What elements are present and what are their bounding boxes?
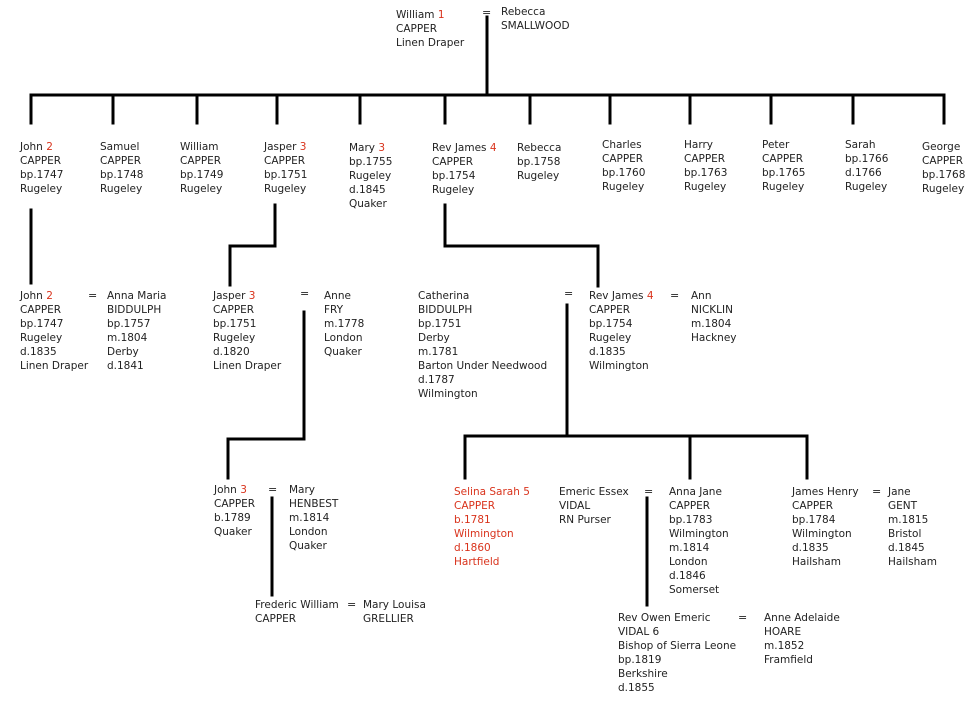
person-anna-jane-capper: Anna Jane CAPPER bp.1783 Wilmington m.18… — [669, 486, 729, 596]
person-peter-capper: Peter CAPPER bp.1765 Rugeley — [762, 139, 806, 193]
person-george-capper: George CAPPER bp.1768 Rugeley — [922, 141, 966, 195]
person-selina-sarah-capper: Selina Sarah 5 CAPPER b.1781 Wilmington … — [454, 486, 530, 568]
person-william-capper-1749: William CAPPER bp.1749 Rugeley — [180, 141, 224, 195]
person-rebecca-smallwood: Rebecca SMALLWOOD — [501, 6, 570, 32]
marriage-sign: = — [300, 287, 310, 300]
marriage-sign: = — [738, 611, 748, 624]
marriage-sign: = — [88, 289, 98, 302]
marriage-sign: = — [872, 485, 882, 498]
person-rev-james-capper-married: Rev James 4 CAPPER bp.1754 Rugeley d.183… — [589, 290, 654, 372]
person-catherina-biddulph: Catherina BIDDULPH bp.1751 Derby m.1781 … — [418, 290, 548, 400]
person-mary-louisa-grellier: Mary Louisa GRELLIER — [363, 599, 426, 625]
marriage-sign: = — [268, 483, 278, 496]
person-jane-gent: Jane GENT m.1815 Bristol d.1845 Hailsham — [888, 486, 937, 568]
person-james-henry-capper: James Henry CAPPER bp.1784 Wilmington d.… — [792, 486, 859, 568]
person-mary-henbest: Mary HENBEST m.1814 London Quaker — [289, 484, 339, 552]
person-charles-capper: Charles CAPPER bp.1760 Rugeley — [602, 139, 646, 193]
person-william-capper: William 1 CAPPER Linen Draper — [396, 9, 465, 49]
person-emeric-essex-vidal: Emeric Essex VIDAL RN Purser — [559, 486, 629, 526]
person-ann-nicklin: Ann NICKLIN m.1804 Hackney — [691, 290, 737, 344]
marriage-sign: = — [644, 485, 654, 498]
marriage-sign: = — [564, 287, 574, 300]
person-anne-fry: Anne FRY m.1778 London Quaker — [324, 290, 365, 358]
person-sarah-capper: Sarah bp.1766 d.1766 Rugeley — [845, 139, 889, 193]
marriage-sign: = — [482, 6, 492, 19]
marriage-sign: = — [347, 598, 357, 611]
person-rev-owen-emeric-vidal: Rev Owen Emeric VIDAL 6 Bishop of Sierra… — [618, 612, 737, 694]
marriage-sign: = — [670, 289, 680, 302]
person-john-capper-1789: John 3 CAPPER b.1789 Quaker — [214, 484, 256, 538]
person-john-capper-married: John 2 CAPPER bp.1747 Rugeley d.1835 Lin… — [20, 290, 89, 372]
person-rev-james-capper: Rev James 4 CAPPER bp.1754 Rugeley — [432, 142, 497, 196]
person-anna-maria-biddulph: Anna Maria BIDDULPH bp.1757 m.1804 Derby… — [107, 290, 167, 372]
person-jasper-capper-married: Jasper 3 CAPPER bp.1751 Rugeley d.1820 L… — [213, 290, 282, 372]
person-mary-capper: Mary 3 bp.1755 Rugeley d.1845 Quaker — [349, 142, 393, 210]
person-harry-capper: Harry CAPPER bp.1763 Rugeley — [684, 139, 728, 193]
person-john-capper: John 2 CAPPER bp.1747 Rugeley — [20, 141, 64, 195]
person-anne-adelaide-hoare: Anne Adelaide HOARE m.1852 Framfield — [764, 612, 840, 666]
person-frederic-william-capper: Frederic William CAPPER — [255, 599, 339, 625]
person-samuel-capper: Samuel CAPPER bp.1748 Rugeley — [100, 141, 144, 195]
person-rebecca-capper: Rebecca bp.1758 Rugeley — [517, 142, 562, 182]
person-jasper-capper: Jasper 3 CAPPER bp.1751 Rugeley — [264, 141, 308, 195]
